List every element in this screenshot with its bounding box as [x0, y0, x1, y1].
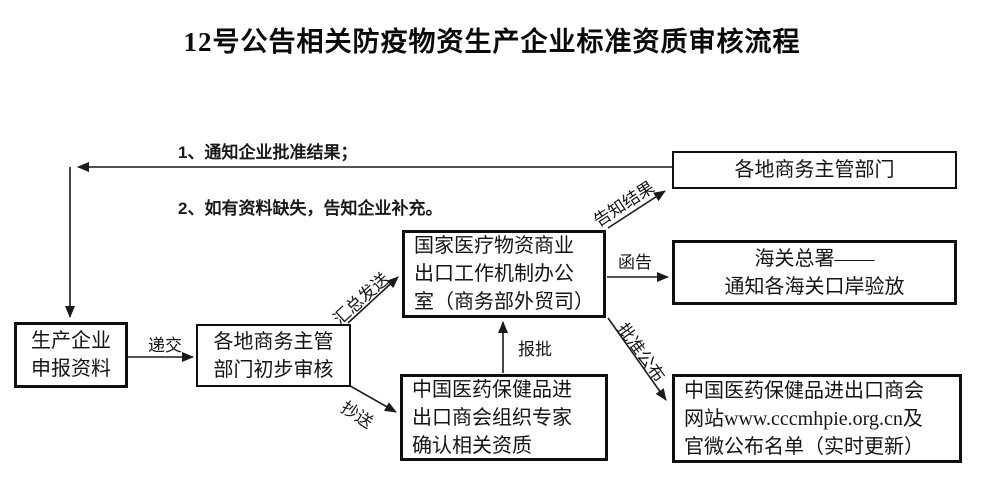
node-label: 海关总署—— 通知各海关口岸验放 — [724, 247, 905, 298]
node-chamber-website-publish: 中国医药保健品进出口商会 网站www.cccmhpie.org.cn及 官微公布… — [672, 374, 962, 463]
note-block: 1、通知企业批准结果； 2、如有资料缺失，告知企业补充。 — [178, 111, 442, 251]
node-label: 中国医药保健品进 出口商会组织专家 确认相关资质 — [412, 378, 572, 457]
edge-label-submit: 递交 — [148, 336, 182, 355]
node-customs-administration: 海关总署—— 通知各海关口岸验放 — [672, 240, 957, 305]
edge-label-report-approval: 报批 — [518, 340, 552, 359]
node-label: 国家医疗物资商业 出口工作机制办公 室（商务部外贸司） — [414, 235, 594, 313]
note-line-1: 1、通知企业批准结果； — [178, 143, 358, 162]
node-producer-materials: 生产企业 申报资料 — [14, 322, 128, 388]
node-label: 生产企业 申报资料 — [31, 330, 111, 380]
arrow-summarize-send — [347, 276, 399, 324]
arrow-approve-publish — [607, 317, 667, 401]
node-national-export-office: 国家医疗物资商业 出口工作机制办公 室（商务部外贸司） — [402, 230, 606, 318]
node-local-commerce-departments: 各地商务主管部门 — [672, 151, 957, 189]
node-chamber-expert-review: 中国医药保健品进 出口商会组织专家 确认相关资质 — [400, 374, 608, 461]
node-label: 各地商务主管部门 — [734, 159, 895, 181]
node-local-commerce-review: 各地商务主管 部门初步审核 — [196, 324, 351, 387]
node-label: 中国医药保健品进出口商会 网站www.cccmhpie.org.cn及 官微公布… — [684, 379, 924, 458]
node-label: 各地商务主管 部门初步审核 — [213, 330, 334, 381]
arrow-notify-result — [607, 190, 666, 229]
page-title: 12号公告相关防疫物资生产企业标准资质审核流程 — [183, 27, 801, 57]
edge-label-letter-notice: 函告 — [618, 253, 652, 272]
note-line-2: 2、如有资料缺失，告知企业补充。 — [178, 199, 443, 218]
